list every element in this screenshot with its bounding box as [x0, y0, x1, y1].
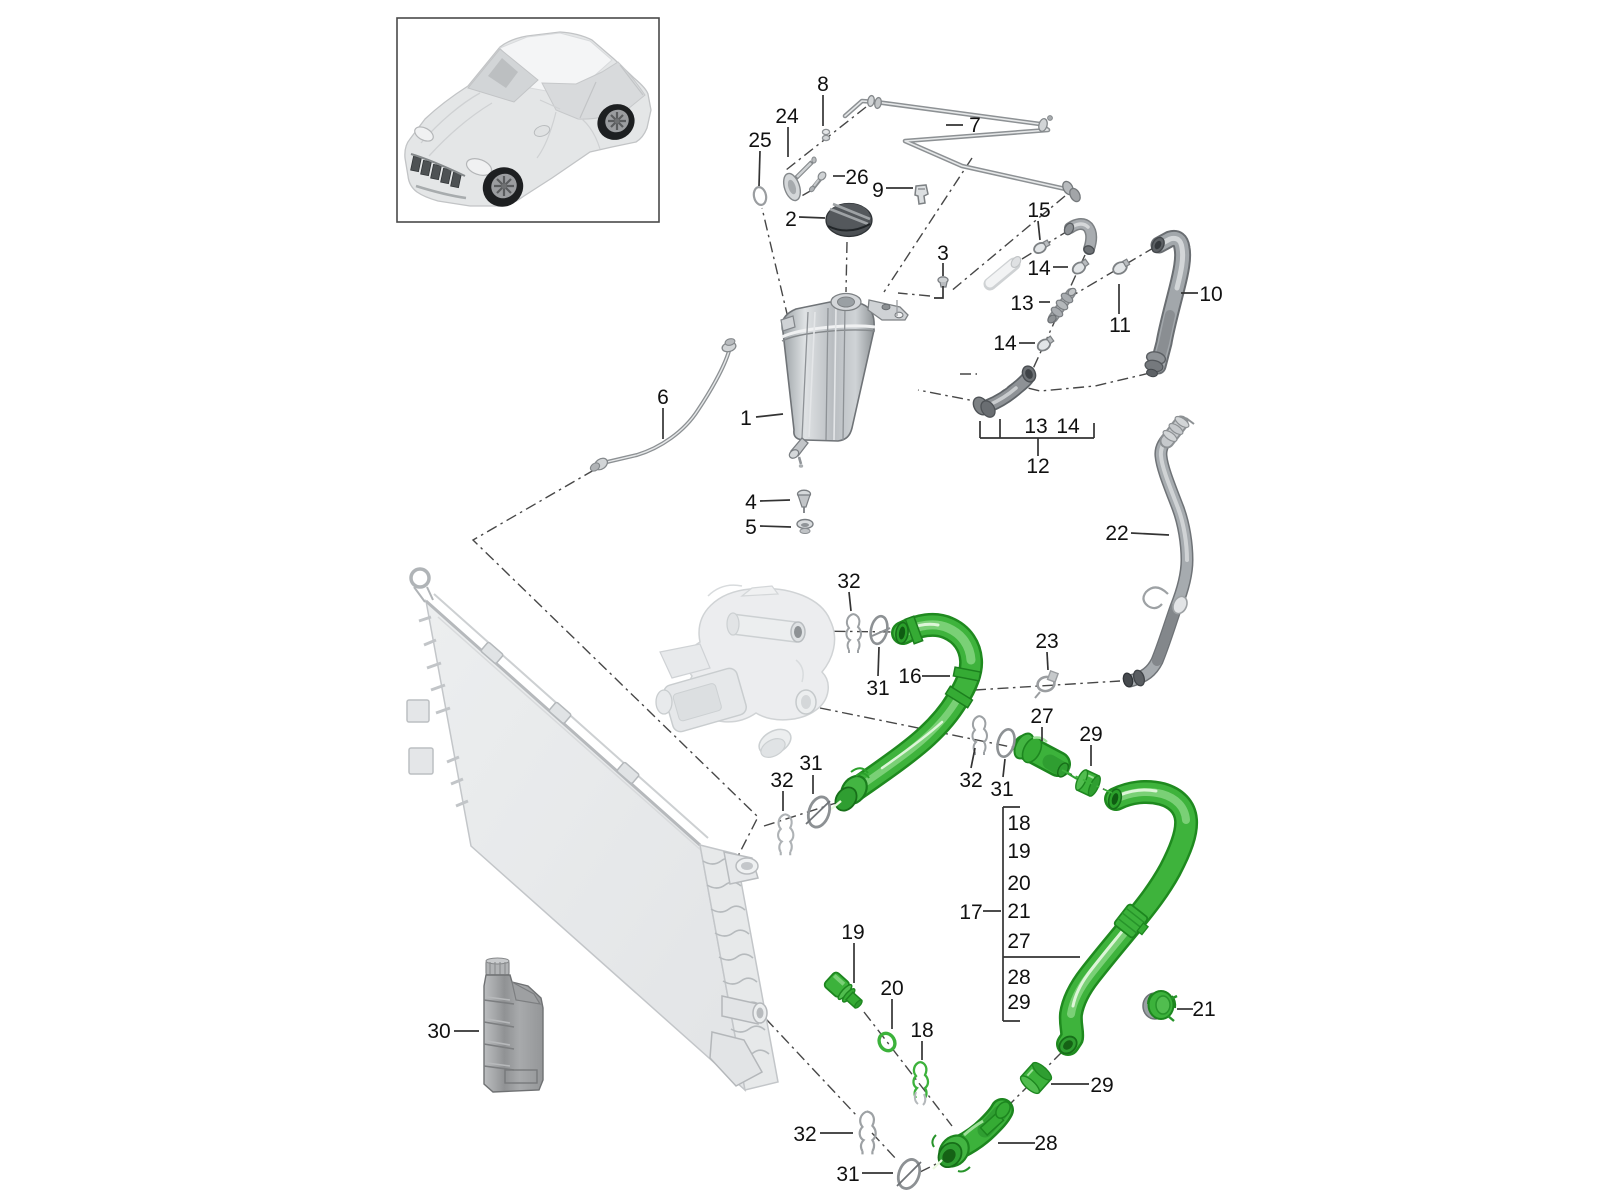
svg-text:18: 18	[1007, 812, 1030, 835]
svg-text:27: 27	[1030, 705, 1053, 728]
svg-text:7: 7	[969, 114, 981, 137]
svg-text:25: 25	[748, 129, 771, 152]
svg-text:14: 14	[993, 332, 1017, 355]
svg-text:1: 1	[740, 407, 752, 430]
svg-text:19: 19	[1007, 840, 1030, 863]
svg-text:31: 31	[866, 677, 889, 700]
svg-text:21: 21	[1007, 900, 1030, 923]
svg-text:5: 5	[745, 516, 757, 539]
svg-text:28: 28	[1034, 1132, 1057, 1155]
svg-text:22: 22	[1105, 522, 1128, 545]
svg-text:32: 32	[793, 1123, 816, 1146]
svg-text:23: 23	[1035, 630, 1058, 653]
svg-text:9: 9	[872, 179, 884, 202]
svg-text:2: 2	[785, 208, 797, 231]
svg-text:29: 29	[1007, 991, 1030, 1014]
svg-text:14: 14	[1027, 257, 1051, 280]
svg-text:32: 32	[770, 769, 793, 792]
svg-text:14: 14	[1056, 415, 1080, 438]
svg-text:21: 21	[1192, 998, 1215, 1021]
svg-text:31: 31	[990, 778, 1013, 801]
svg-text:8: 8	[817, 73, 829, 96]
svg-text:31: 31	[799, 752, 822, 775]
svg-text:15: 15	[1027, 199, 1050, 222]
svg-text:4: 4	[745, 491, 757, 514]
svg-text:10: 10	[1199, 283, 1222, 306]
svg-text:11: 11	[1109, 314, 1131, 337]
svg-text:29: 29	[1090, 1074, 1113, 1097]
svg-text:12: 12	[1026, 455, 1049, 478]
svg-text:13: 13	[1024, 415, 1047, 438]
svg-text:29: 29	[1079, 723, 1102, 746]
svg-text:28: 28	[1007, 966, 1030, 989]
svg-text:20: 20	[880, 977, 903, 1000]
svg-text:6: 6	[657, 386, 669, 409]
svg-text:13: 13	[1010, 292, 1033, 315]
svg-text:19: 19	[841, 921, 864, 944]
svg-text:30: 30	[427, 1020, 450, 1043]
svg-text:31: 31	[836, 1163, 859, 1186]
svg-text:24: 24	[775, 105, 799, 128]
svg-text:16: 16	[898, 665, 921, 688]
svg-text:32: 32	[837, 570, 860, 593]
svg-text:17: 17	[959, 901, 982, 924]
svg-text:20: 20	[1007, 872, 1030, 895]
svg-text:3: 3	[937, 242, 949, 265]
svg-text:32: 32	[959, 769, 982, 792]
svg-text:26: 26	[845, 166, 868, 189]
svg-text:27: 27	[1007, 930, 1030, 953]
svg-text:18: 18	[910, 1019, 933, 1042]
